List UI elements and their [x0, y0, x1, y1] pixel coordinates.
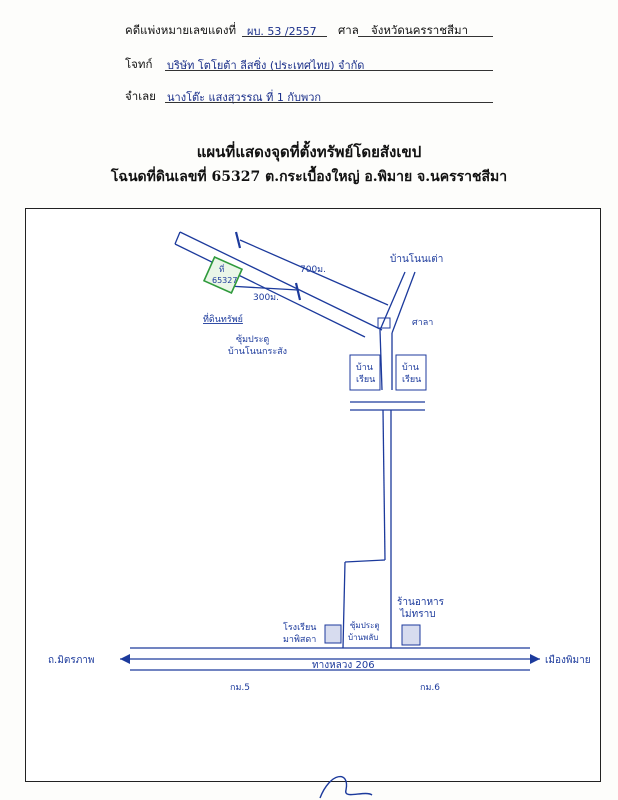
plot-label-top: ที่ — [219, 263, 224, 274]
house-left — [349, 354, 381, 391]
court-underline — [358, 36, 493, 37]
distance-300: 300ม. — [253, 293, 279, 303]
left-destination: ถ.มิตรภาพ — [48, 655, 95, 666]
case-underline — [242, 36, 327, 37]
plaintiff-name: บริษัท โตโยต้า ลีสซิ่ง (ประเทศไทย) จำกัด — [167, 59, 365, 72]
house-right-1: บ้าน — [402, 362, 419, 373]
road-jog — [344, 559, 386, 563]
defendant-name: นางโต๊ะ แสงสุวรรณ ที่ 1 กับพวก — [167, 91, 322, 104]
plaintiff-line: โจทก์ บริษัท โตโยต้า ลีสซิ่ง (ประเทศไทย)… — [125, 56, 495, 72]
case-line: คดีแพ่งหมายเลขแดงที่ ผบ. 53 /2557 ศาล จั… — [125, 22, 495, 38]
road-left-down — [342, 561, 346, 649]
village-north: บ้านโนนเต่า — [390, 252, 443, 265]
restaurant-2: ไม่ทราบ — [399, 608, 436, 620]
case-label: คดีแพ่งหมายเลขแดงที่ — [125, 23, 237, 37]
distance-300-line — [227, 285, 299, 291]
map-frame — [25, 208, 601, 782]
house-left-1: บ้าน — [356, 362, 373, 373]
plaintiff-label: โจทก์ — [125, 57, 153, 71]
property-label: ที่ดินทรัพย์ — [203, 312, 243, 325]
defendant-label: จำเลย — [125, 89, 156, 103]
deed-subtitle: โฉนดที่ดินเลขที่ 65327 ต.กระเบื้องใหญ่ อ… — [110, 169, 508, 185]
highway-label: ทางหลวง 206 — [312, 660, 375, 671]
restaurant-1: ร้านอาหาร — [397, 596, 445, 608]
house-right — [395, 354, 427, 391]
shrine-marker — [377, 317, 391, 329]
right-arrowhead — [530, 654, 540, 664]
plaintiff-underline — [165, 70, 493, 71]
km-right: กม.6 — [420, 683, 440, 693]
plot-parcel — [202, 255, 244, 295]
house-left-2: เรียน — [356, 374, 375, 385]
defendant-underline — [165, 102, 493, 103]
distance-700-line — [239, 239, 389, 306]
main-road-left-a — [379, 329, 383, 391]
restaurant-building — [401, 624, 421, 646]
road-upper-edge — [179, 231, 383, 331]
north-road-right — [391, 271, 416, 334]
court-name: จังหวัดนครราชสีมา — [371, 23, 469, 37]
shrine-label: ศาลา — [412, 318, 433, 328]
house-right-2: เรียน — [402, 374, 421, 385]
road-end — [174, 231, 181, 245]
map-title: แผนที่แสดงจุดที่ตั้งทรัพย์โดยสังเขป — [196, 143, 422, 161]
km-left: กม.5 — [230, 683, 250, 693]
road-lower-edge — [174, 243, 366, 338]
north-road-left — [379, 271, 406, 331]
case-number: ผบ. 53 /2557 — [247, 25, 317, 38]
gate-2: บ้านพลับ — [348, 633, 378, 642]
school-building — [324, 624, 342, 644]
plot-number: 65327 — [212, 276, 237, 285]
distance-700: 700ม. — [300, 265, 326, 275]
gate-1: ซุ้มประตู — [350, 621, 380, 631]
main-road-left-b — [382, 409, 386, 561]
school-1: โรงเรียน — [283, 622, 316, 633]
school-2: มาพิสดา — [283, 634, 316, 645]
junction-note-1: ซุ้มประตู — [236, 334, 269, 345]
defendant-line: จำเลย นางโต๊ะ แสงสุวรรณ ที่ 1 กับพวก — [125, 88, 495, 104]
junction-note-2: บ้านโนนกระสัง — [228, 346, 287, 357]
right-destination: เมืองพิมาย — [545, 654, 591, 666]
court-label: ศาล — [338, 23, 359, 37]
left-arrowhead — [120, 654, 130, 664]
